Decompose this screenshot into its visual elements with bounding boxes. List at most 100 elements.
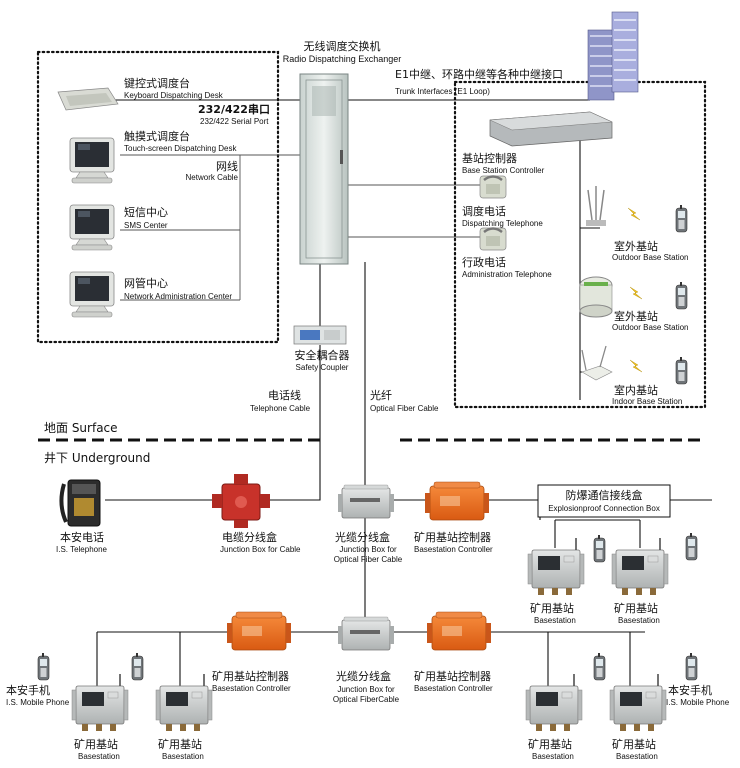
mobile-phone-icon — [593, 652, 606, 681]
mine-ctrl-1-zh: 矿用基站控制器 — [414, 530, 491, 544]
network-cable-zh: 网线 — [216, 159, 238, 173]
fiber-jbox2-en1: Junction Box for — [337, 685, 395, 694]
signal-flash-icon — [629, 286, 643, 300]
network-cable-en: Network Cable — [186, 173, 239, 182]
cable-jbox-zh: 电缆分线盒 — [222, 530, 277, 544]
is-tel-zh: 本安电话 — [60, 530, 104, 544]
coupler-en: Safety Coupler — [296, 363, 349, 372]
tel-cable-en: Telephone Cable — [250, 404, 311, 413]
mine-basestation-icon — [609, 673, 667, 732]
mine-ctrl-1-en: Basestation Controller — [414, 545, 493, 554]
sms-en: SMS Center — [124, 221, 168, 230]
building-icon — [587, 11, 639, 101]
touch-desk-zh: 触摸式调度台 — [124, 129, 190, 143]
touch-desk-en: Touch-screen Dispatching Desk — [124, 144, 237, 153]
admin-telephone-icon — [478, 226, 508, 252]
mobile-phone-icon — [685, 532, 698, 561]
mine-bs-6-zh: 矿用基站 — [612, 737, 656, 751]
nms-monitor-icon — [69, 271, 115, 318]
is-tel-en: I.S. Telephone — [56, 545, 108, 554]
outdoor-cylinder-antenna-icon — [579, 276, 613, 318]
mine-bs-1-zh: 矿用基站 — [530, 601, 574, 615]
admin-tel-zh: 行政电话 — [462, 255, 506, 269]
keyboard-desk-en: Keyboard Dispatching Desk — [124, 91, 224, 100]
bs-controller-device-icon — [489, 111, 613, 147]
is-phone-right-en: I.S. Mobile Phone — [666, 698, 730, 707]
cable-junction-box-icon — [212, 474, 270, 528]
bs-controller-en: Base Station Controller — [462, 166, 545, 175]
exchanger-label-en: Radio Dispatching Exchanger — [283, 54, 402, 64]
mine-basestation-icon — [525, 673, 583, 732]
mine-bs-6-en: Basestation — [616, 752, 658, 761]
mobile-phone-icon — [675, 204, 688, 233]
explosionproof-box — [537, 484, 671, 518]
fiber-junction-box-2-icon — [337, 616, 395, 651]
outdoor-bs-2-en: Outdoor Base Station — [612, 323, 689, 332]
dispatch-tel-en: Dispatching Telephone — [462, 219, 543, 228]
mine-ctrl-3-en: Basestation Controller — [414, 684, 493, 693]
safety-coupler-icon — [293, 325, 347, 345]
ex-box-en: Explosionproof Connection Box — [548, 504, 660, 513]
trunk-label-zh: E1中继、环路中继等各种中继接口 — [395, 67, 563, 81]
trunk-label-en: Trunk Interfaces (E1 Loop) — [395, 87, 490, 96]
signal-flash-icon — [629, 359, 643, 373]
ex-box-zh: 防爆通信接线盒 — [566, 488, 643, 502]
exchanger-cabinet-icon — [299, 73, 349, 265]
mobile-phone-icon — [675, 281, 688, 310]
mobile-phone-icon — [675, 356, 688, 385]
outdoor-bs-1-en: Outdoor Base Station — [612, 253, 689, 262]
mine-bs-3-zh: 矿用基站 — [74, 737, 118, 751]
mine-controller-1-icon — [424, 481, 490, 521]
mine-basestation-icon — [527, 537, 585, 596]
mine-basestation-icon — [71, 673, 129, 732]
sms-zh: 短信中心 — [124, 205, 168, 219]
indoor-router-icon — [581, 345, 613, 381]
mobile-phone-icon — [685, 652, 698, 681]
mine-bs-3-en: Basestation — [78, 752, 120, 761]
is-phone-right-zh: 本安手机 — [668, 683, 712, 697]
is-phone-left-zh: 本安手机 — [6, 683, 50, 697]
mine-bs-2-en: Basestation — [618, 616, 660, 625]
serial-port-zh: 232/422串口 — [198, 102, 270, 116]
surface-label: 地面 Surface — [44, 421, 118, 435]
nms-zh: 网管中心 — [124, 276, 168, 290]
fiber-jbox2-zh: 光缆分线盒 — [336, 669, 391, 683]
fiber-en: Optical Fiber Cable — [370, 404, 439, 413]
sms-monitor-icon — [69, 204, 115, 251]
mine-ctrl-2-zh: 矿用基站控制器 — [212, 669, 289, 683]
mine-controller-2-icon — [226, 611, 292, 651]
mobile-phone-icon — [37, 652, 50, 681]
dispatch-area-box — [36, 50, 280, 344]
underground-label: 井下 Underground — [44, 451, 150, 465]
keyboard-icon — [57, 87, 119, 111]
mobile-phone-icon — [593, 534, 606, 563]
outdoor-bs-2-zh: 室外基站 — [614, 309, 658, 323]
mine-bs-4-en: Basestation — [162, 752, 204, 761]
signal-flash-icon — [627, 207, 641, 221]
admin-tel-en: Administration Telephone — [462, 270, 552, 279]
dispatch-tel-zh: 调度电话 — [462, 204, 506, 218]
is-telephone-icon — [59, 479, 101, 527]
dispatch-telephone-icon — [478, 174, 508, 200]
outdoor-bs-1-zh: 室外基站 — [614, 239, 658, 253]
mine-bs-2-zh: 矿用基站 — [614, 601, 658, 615]
basestation-area-box — [453, 80, 707, 409]
fiber-jbox1-zh: 光缆分线盒 — [335, 530, 390, 544]
mine-ctrl-2-en: Basestation Controller — [212, 684, 291, 693]
fiber-junction-box-1-icon — [337, 484, 395, 519]
serial-port-en: 232/422 Serial Port — [200, 117, 269, 126]
fiber-jbox2-en2: Optical FiberCable — [333, 695, 400, 704]
cable-jbox-en: Junction Box for Cable — [220, 545, 301, 554]
indoor-bs-en: Indoor Base Station — [612, 397, 682, 406]
touch-desk-monitor-icon — [69, 137, 115, 184]
tel-cable-zh: 电话线 — [268, 388, 301, 402]
mine-bs-5-en: Basestation — [532, 752, 574, 761]
mobile-phone-icon — [131, 652, 144, 681]
mine-bs-5-zh: 矿用基站 — [528, 737, 572, 751]
mine-bs-1-en: Basestation — [534, 616, 576, 625]
fiber-jbox1-en1: Junction Box for — [339, 545, 397, 554]
outdoor-antenna-icon — [586, 186, 606, 226]
keyboard-desk-zh: 键控式调度台 — [124, 76, 190, 90]
fiber-jbox1-en2: Optical Fiber Cable — [334, 555, 403, 564]
